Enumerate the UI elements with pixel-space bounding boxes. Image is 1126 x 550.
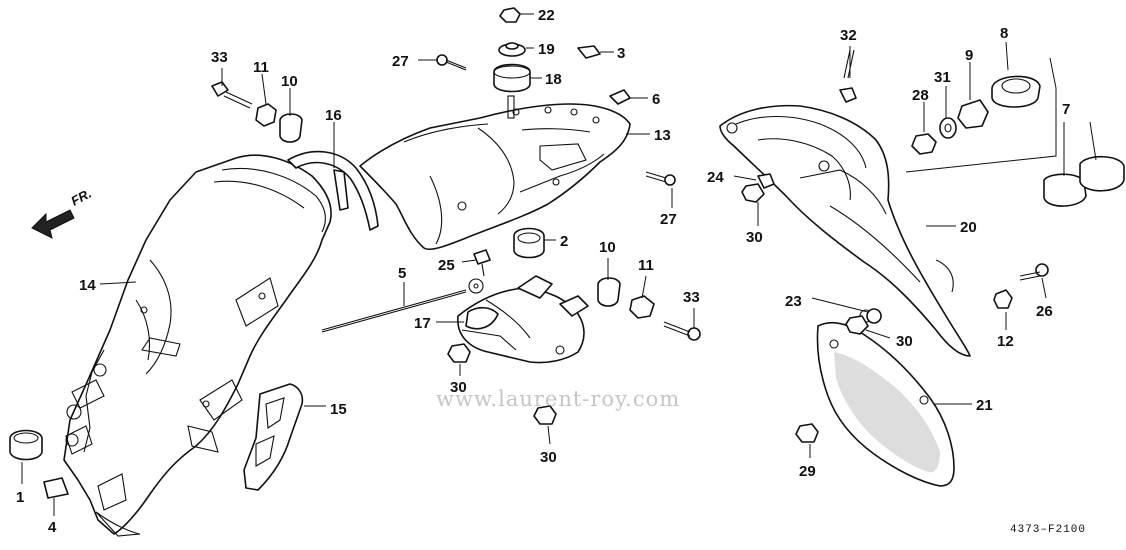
- callout-22: 22: [538, 7, 555, 24]
- callout-6: 6: [652, 91, 660, 108]
- callout-32: 32: [840, 27, 857, 44]
- callout-8: 8: [1000, 25, 1008, 42]
- callout-5: 5: [398, 265, 406, 282]
- callout-labels: 22 33 11 10 16 27 19 18 3 6 13 32 8 9 31…: [16, 7, 1070, 536]
- callout-25: 25: [438, 257, 455, 274]
- bracket-part: [243, 383, 304, 491]
- callout-13: 13: [654, 127, 671, 144]
- callout-3: 3: [617, 45, 625, 62]
- callout-4: 4: [48, 519, 57, 536]
- callout-20: 20: [960, 219, 977, 236]
- callout-15: 15: [330, 401, 347, 418]
- drawing-code: 4373–F2100: [1010, 524, 1086, 536]
- mud-flap-part: [816, 321, 955, 487]
- callout-18: 18: [545, 71, 562, 88]
- callout-28: 28: [912, 87, 929, 104]
- callout-16: 16: [325, 107, 342, 124]
- front-direction-arrow: FR.: [31, 186, 94, 239]
- direction-label: FR.: [68, 186, 94, 209]
- rear-fender-part: [359, 95, 631, 251]
- callout-10: 10: [599, 239, 616, 256]
- callout-26: 26: [1036, 303, 1053, 320]
- inner-fender-part: [63, 154, 332, 537]
- callout-2: 2: [560, 233, 568, 250]
- callout-11: 11: [253, 59, 269, 76]
- mount-bracket-part: [457, 275, 589, 364]
- callout-30: 30: [450, 379, 467, 396]
- callout-33: 33: [211, 49, 228, 66]
- callout-30: 30: [896, 333, 913, 350]
- callout-17: 17: [414, 315, 431, 332]
- callout-29: 29: [799, 463, 816, 480]
- callout-27: 27: [392, 53, 409, 70]
- callout-11: 11: [638, 257, 654, 274]
- callout-12: 12: [997, 333, 1014, 350]
- leader-lines: [21, 13, 1097, 516]
- grab-rail-part: [719, 104, 971, 357]
- callout-21: 21: [976, 397, 993, 414]
- callout-1: 1: [16, 489, 24, 506]
- callout-9: 9: [965, 47, 973, 64]
- callout-33: 33: [683, 289, 700, 306]
- callout-19: 19: [538, 41, 555, 58]
- callout-14: 14: [79, 277, 96, 294]
- callout-27: 27: [660, 211, 677, 228]
- band-part: [287, 150, 379, 231]
- callout-24: 24: [707, 169, 724, 186]
- callout-30: 30: [540, 449, 557, 466]
- hardware-parts: [9, 7, 1125, 499]
- callout-7: 7: [1062, 101, 1070, 118]
- callout-23: 23: [785, 293, 802, 310]
- callout-10: 10: [281, 73, 298, 90]
- callout-31: 31: [934, 69, 951, 86]
- callout-30: 30: [746, 229, 763, 246]
- watermark: www.laurent-roy.com: [436, 387, 680, 411]
- cable-part: [321, 278, 484, 333]
